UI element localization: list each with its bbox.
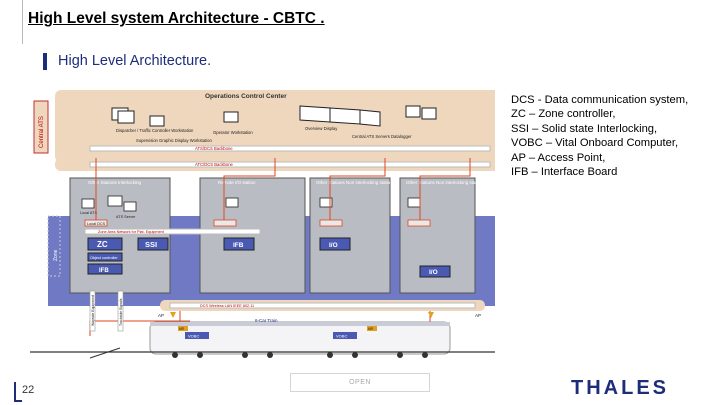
vobc-label-a: VOBC [188,334,199,339]
ats-server-label: ATS Server [116,215,136,219]
io-label-b: I/O [429,269,438,276]
train-wheels [172,352,428,358]
zc-label: ZC [97,240,108,249]
supervision-workstation: Supervision Graphic Display Workstation [136,115,212,143]
wayside-posts [89,290,124,332]
station-non-interlocking-a-label: Other Stations Non interlocking station [316,180,393,185]
section-title: High Level Architecture. [58,53,212,69]
station-non-interlocking-a: Other Stations Non interlocking station [309,177,393,294]
object-controller: Object controller [87,252,123,262]
zone-network-label: Zone Area Network for Plat. Equipment [98,230,165,234]
overview-label: Overview Display [305,126,338,131]
ifb-label-a: IFB [99,268,109,274]
ap-label-a: AP [158,313,164,318]
zone-network-bar [84,228,261,235]
legend-line: AP – Access Point, [511,151,606,164]
atdcs-backbone [89,161,491,168]
zone-tag [47,215,61,277]
station-terminals [81,195,421,212]
station-non-interlocking-b-label: Other Stations Non interlocking station [406,180,483,185]
zone-label: Zone [53,249,59,261]
ap-icon-a [170,312,176,318]
central-ats-servers-label: Central ATS Servers Datalogger [352,134,412,139]
io-label-a: I/O [329,242,338,249]
station-remote-io: Remote I/O station [199,177,306,294]
vobc-box-a [185,332,209,339]
legend-line: SSI – Solid state Interlocking, [511,122,658,135]
vobc-box-b [333,332,357,339]
central-ats-tag [33,100,49,154]
overview-display: Overview Display [299,105,381,131]
track-switch [89,347,121,359]
ifb-box-b: IFB [223,237,255,251]
io-box-a: I/O [319,237,351,251]
ifb-label-b: IFB [233,242,244,249]
ifb-box-a: IFB [87,263,123,275]
legend-line: ZC – Zone controller, [511,108,616,121]
ats-backbone [89,145,491,152]
station-interlocking: Other Stations Interlocking [69,177,171,294]
central-ats-servers: Central ATS Servers Datalogger [352,105,437,139]
occ-label: Operations Control Center [205,93,287,100]
left-rule [22,0,23,44]
station-non-interlocking-b: Other Stations Non interlocking station [399,177,483,294]
train-label: 6-Car Train [255,318,278,323]
dispatcher-workstation: Dispatcher / Traffic Controller Workstat… [111,107,194,133]
atdcs-backbone-label: ATC/DCS Backbone [195,162,234,167]
mr-label-a: MR [179,327,185,331]
legend-line: VOBC – Vital Onboard Computer, [511,137,679,150]
wayside-label-b: Trackside Signals [119,298,123,326]
ssi-label: SSI [145,240,157,249]
slide-title: High Level system Architecture - CBTC . [28,10,325,27]
wireless-lan-bar [169,302,476,309]
vobc-label-b: VOBC [336,334,347,339]
central-ats-label: Central ATS [39,116,45,148]
ats-backbone-label: ATS/DCS Backbone [195,146,233,151]
ssi-box: SSI [137,237,169,251]
page-number: 22 [22,384,35,396]
local-dcs-boxes: Local DCS [84,219,431,227]
dispatcher-label: Dispatcher / Traffic Controller Workstat… [116,128,194,133]
mr-label-b: MR [368,327,374,331]
mr-box-a [178,326,188,331]
classification-box: OPEN [290,373,430,392]
ap-icon-b [428,312,434,318]
mr-box-b [367,326,377,331]
local-dcs-label: Local DCS [87,222,106,226]
legend-line: IFB – Interface Board [511,166,618,179]
wireless-lan-label: DCS Wireless LAN IEEE 802.11 [200,304,254,308]
page-bracket [14,382,22,402]
legend: DCS - Data communication system, ZC – Zo… [511,93,711,179]
object-controller-label: Object controller [90,256,118,260]
supervision-label: Supervision Graphic Display Workstation [136,138,212,143]
zc-box: ZC [87,237,123,251]
station-interlocking-label: Other Stations Interlocking [88,180,142,185]
section-marker [43,53,47,70]
local-ats-label: Local ATS [80,211,97,215]
architecture-diagram: Central ATS Operations Control Center Di… [30,90,495,359]
wayside-label-a: Wayside Equipment [91,295,95,326]
station-remote-io-label: Remote I/O station [218,180,256,185]
ap-label-b: AP [475,313,481,318]
train: 6-Car Train VOBC VOBC MR MR [149,318,451,358]
io-box-b: I/O [419,265,451,278]
operator-workstation: Operator Workstation [213,111,253,135]
legend-line: DCS - Data communication system, [511,94,689,106]
thales-logo: THALES [571,377,669,399]
occ-band [55,90,495,162]
operator-label: Operator Workstation [213,130,253,135]
